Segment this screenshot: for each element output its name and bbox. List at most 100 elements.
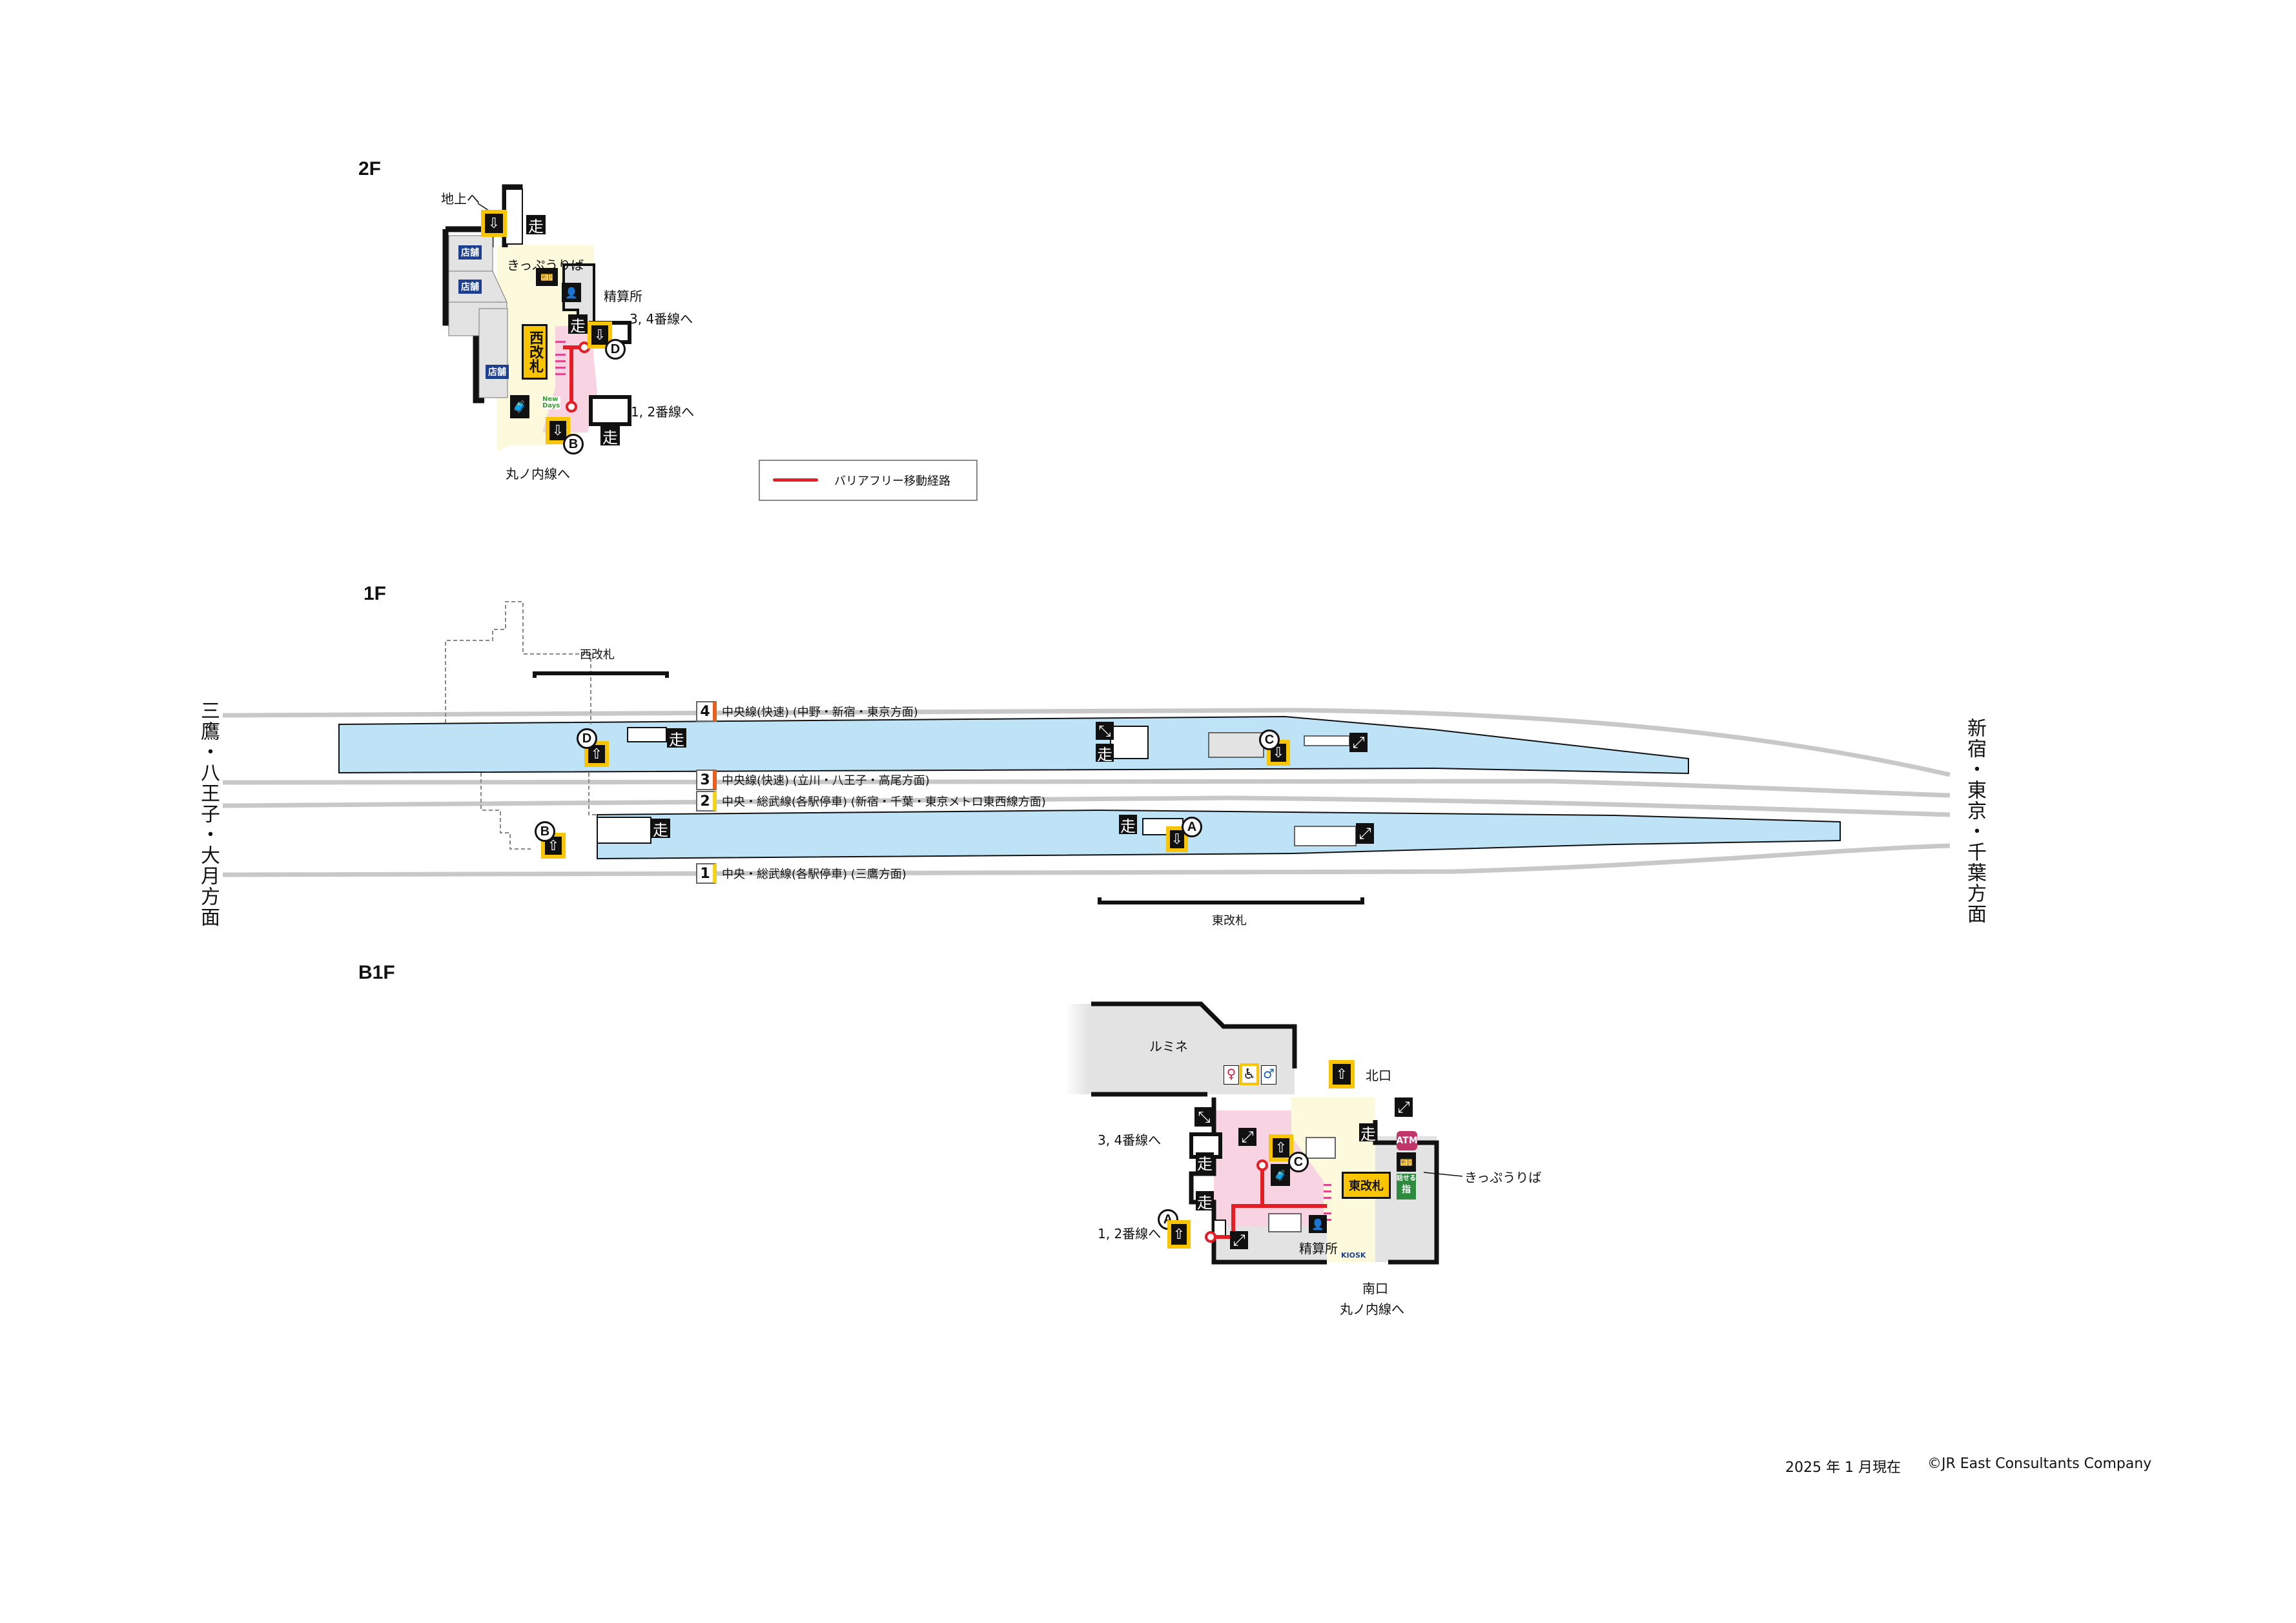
stairs-icon: ⾛ <box>600 426 620 447</box>
track-number: 1 <box>696 863 717 884</box>
ticket-machine-icon: 🎫 <box>1397 1152 1416 1172</box>
gate-bars-b1f <box>1324 1184 1331 1221</box>
elevator-badge-b-2f: B <box>563 434 584 454</box>
stairs-icon: ⾛ <box>568 314 588 335</box>
floor-label-2f: 2F <box>358 158 382 179</box>
elevator-icon: ⇩ <box>549 421 566 440</box>
track-3 <box>222 779 1951 798</box>
wall-b1f <box>1189 1097 1327 1265</box>
newdays-logo: New Days <box>542 396 560 409</box>
track-number: 2 <box>696 791 717 812</box>
elevator-2f-top[interactable]: ⇩ <box>481 210 507 237</box>
elevator-icon: ⇩ <box>485 214 503 233</box>
direction-west: 三鷹・八王子・大月方面 <box>197 700 220 928</box>
elevator-b1f-a[interactable]: ⇧ <box>1167 1220 1191 1249</box>
label-east-gate-1f: 東改札 <box>1212 914 1247 928</box>
shop-block-4 <box>478 308 508 398</box>
elevator-badge-c-b1f: C <box>1288 1152 1309 1172</box>
stairs-icon: ⾛ <box>1196 1191 1214 1212</box>
label-fare-adjustment-2f: 精算所 <box>604 289 642 304</box>
stairs-icon: ⾛ <box>667 728 686 749</box>
ticket-machine-icon: 🎫 <box>536 268 558 286</box>
label-lumine: ルミネ <box>1149 1039 1188 1054</box>
stairs-icon: ⾛ <box>651 819 670 839</box>
restroom-men-icon: ♂ <box>1261 1065 1276 1085</box>
label-south-exit: 南口 <box>1362 1281 1388 1296</box>
label-to-tracks-12-2f: 1, 2番線へ <box>631 404 695 420</box>
escalator-icon: ⤢ <box>1395 1097 1413 1117</box>
elevator-b1f-north[interactable]: ⇧ <box>1329 1060 1355 1088</box>
elevator-icon: ⇧ <box>1333 1064 1351 1085</box>
stairs-2f-top <box>505 189 523 245</box>
west-gate-label: 西改札 <box>527 331 543 373</box>
east-gate-label: 東改札 <box>1349 1179 1384 1193</box>
floor-label-b1f: B1F <box>358 962 395 983</box>
track-number: 4 <box>696 701 717 722</box>
legend-route-swatch <box>773 478 818 482</box>
track-label-4: 4 中央線(快速) (中野・新宿・東京方面) <box>696 701 918 722</box>
stairs-1f-east-upper <box>1110 726 1149 759</box>
shop-label-3: 店舗 <box>486 365 509 379</box>
legend: バリアフリー移動経路 <box>759 460 978 501</box>
track-label-1: 1 中央・総武線(各駅停車) (三鷹方面) <box>696 863 907 884</box>
escalator-icon: ⤢ <box>1238 1128 1256 1146</box>
talk-sign-top: 話せる <box>1397 1175 1416 1182</box>
west-building-outline <box>445 601 591 724</box>
escalator-icon: ⤡ <box>1096 722 1114 740</box>
elevator-badge-b-1f: B <box>535 821 555 842</box>
platform-lower <box>597 809 1841 860</box>
fare-adjustment-icon: 👤 <box>1309 1215 1327 1233</box>
accessible-restroom: ♿ <box>1240 1063 1259 1085</box>
stairs-icon: ⾛ <box>1119 815 1137 835</box>
label-ticket-sales-b1f: きっぷうりば <box>1464 1170 1542 1185</box>
legend-route-label: バリアフリー移動経路 <box>834 475 950 488</box>
west-gate-bar <box>533 671 669 678</box>
track-description: 中央・総武線(各駅停車) (三鷹方面) <box>722 868 907 881</box>
escalator-icon: ⤡ <box>1194 1107 1214 1127</box>
fare-adjustment-icon: 👤 <box>562 283 581 302</box>
elevator-2f-b[interactable]: ⇩ <box>546 417 570 444</box>
wheelchair-icon: ♿ <box>1242 1066 1256 1083</box>
stairs-2f-12 <box>589 395 631 426</box>
escalator-icon: ⤢ <box>1356 823 1374 844</box>
track-number: 3 <box>696 770 717 790</box>
label-to-tracks-34-b1f: 3, 4番線へ <box>1098 1132 1162 1148</box>
label-west-gate-1f: 西改札 <box>580 648 615 662</box>
elevator-2f-d[interactable]: ⇩ <box>588 322 612 349</box>
elevator-icon: ⇩ <box>1170 830 1184 848</box>
stairs-icon: ⾛ <box>526 215 546 236</box>
elevator-badge-a-1f: A <box>1182 817 1202 837</box>
floor-label-1f: 1F <box>364 583 387 604</box>
elevator-badge-d-2f: D <box>605 339 626 360</box>
atm-sign: ATM <box>1396 1131 1418 1150</box>
elevator-icon: ⇧ <box>1171 1224 1187 1245</box>
shop-label-2: 店舗 <box>458 280 482 294</box>
elevator-1f-a[interactable]: ⇩ <box>1166 826 1188 852</box>
track-description: 中央線(快速) (中野・新宿・東京方面) <box>722 706 918 719</box>
stairs-icon: ⾛ <box>1196 1152 1214 1173</box>
west-gate-2f: 西改札 <box>522 324 548 380</box>
track-2 <box>222 795 1951 817</box>
barrier-free-route-b1f <box>1211 1204 1327 1239</box>
elevator-badge-c-1f: C <box>1259 730 1280 750</box>
locker-icon: 🧳 <box>510 395 529 418</box>
track-description: 中央・総武線(各駅停車) (新宿・千葉・東京メトロ東西線方面) <box>722 795 1046 809</box>
track-1 <box>222 843 1951 877</box>
stairs-1f-west-upper <box>627 727 667 742</box>
track-label-3: 3 中央線(快速) (立川・八王子・高尾方面) <box>696 770 930 790</box>
direction-east: 新宿・東京・千葉方面 <box>1963 718 1986 924</box>
elevator-badge-d-1f: D <box>577 728 597 749</box>
office-1f <box>1208 732 1264 758</box>
escalator-icon: ⤢ <box>1349 733 1368 752</box>
east-gate-bar <box>1098 897 1364 904</box>
stairs-b1f-south <box>1268 1213 1302 1232</box>
locker-icon: 🧳 <box>1271 1164 1290 1186</box>
elevator-icon: ⇩ <box>591 325 608 345</box>
track-description: 中央線(快速) (立川・八王子・高尾方面) <box>722 774 930 788</box>
label-to-ground: 地上へ <box>441 191 480 207</box>
stairs-b1f-north <box>1306 1137 1336 1159</box>
label-to-marunouchi-b1f: 丸ノ内線へ <box>1340 1301 1404 1317</box>
kiosk-label: KIOSK <box>1341 1251 1366 1260</box>
stairs-icon: ⾛ <box>1359 1123 1377 1143</box>
